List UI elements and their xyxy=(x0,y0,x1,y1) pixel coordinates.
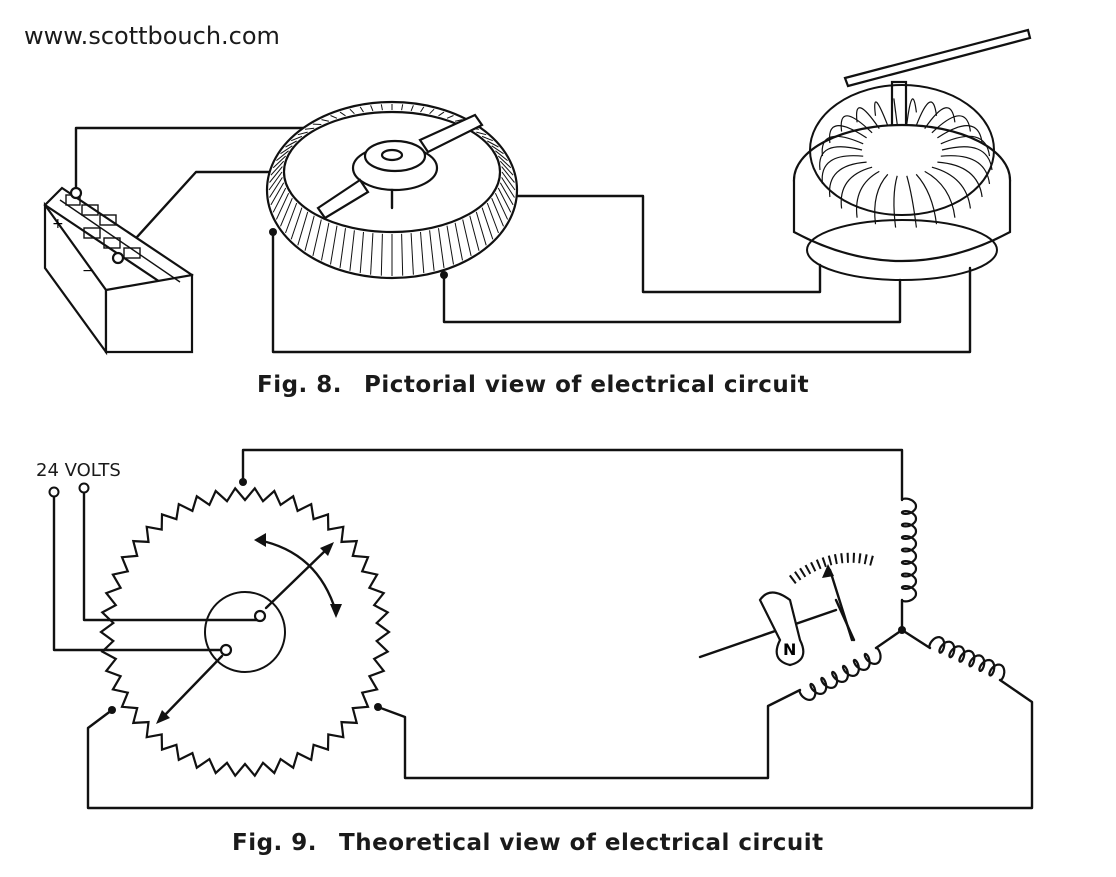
watermark: www.scottbouch.com xyxy=(24,22,280,50)
fig9-wiring xyxy=(48,448,1034,810)
svg-text:+: + xyxy=(52,216,64,232)
fig8-title: Pictorial view of electrical circuit xyxy=(364,372,810,398)
pole-label: N xyxy=(783,640,796,659)
motor-coil-icon xyxy=(792,28,1032,281)
fig9-number: Fig. 9. xyxy=(232,830,318,856)
fig8-caption: Fig. 8. Pictorial view of electrical circ… xyxy=(257,372,809,398)
fig9-title: Theoretical view of electrical circuit xyxy=(339,830,824,856)
resistance-ring-icon xyxy=(99,486,391,778)
needle-magnet-icon: N xyxy=(698,552,878,667)
fig9-caption: Fig. 9. Theoretical view of electrical ci… xyxy=(232,830,824,856)
fig8-wiring xyxy=(74,126,972,354)
supply-label: 24 VOLTS xyxy=(36,460,121,481)
rheostat-icon xyxy=(265,100,519,280)
fig8-number: Fig. 8. xyxy=(257,372,343,398)
svg-text:−: − xyxy=(82,263,94,279)
battery-icon: + − xyxy=(43,186,194,356)
coil-icon xyxy=(798,497,1006,702)
